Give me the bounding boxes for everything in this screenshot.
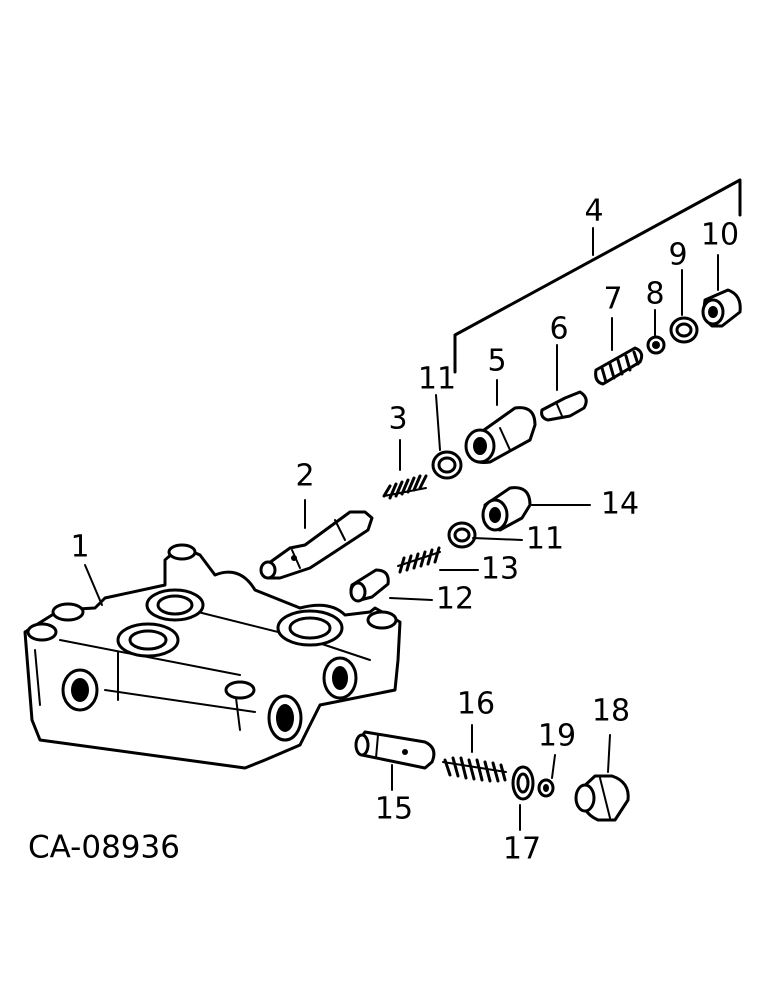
- cap-plug-10: [701, 288, 742, 328]
- callout-4: 4: [584, 194, 603, 229]
- spring-13: [397, 546, 441, 574]
- plug-14: [481, 486, 532, 532]
- callout-16: 16: [457, 687, 495, 722]
- callout-18: 18: [592, 694, 630, 729]
- callout-7: 7: [603, 282, 622, 317]
- callout-11-upper: 11: [418, 362, 456, 397]
- plug-body-5: [464, 406, 537, 464]
- callout-11-lower: 11: [526, 522, 564, 557]
- washer-8: [646, 335, 666, 355]
- callout-8: 8: [645, 277, 664, 312]
- callout-5: 5: [487, 344, 506, 379]
- plug-18: [574, 774, 630, 822]
- o-ring-upper: [431, 450, 463, 480]
- callout-10: 10: [701, 218, 739, 253]
- washer-19: [537, 778, 555, 798]
- callout-6: 6: [549, 312, 568, 347]
- leader-lines: [84, 227, 719, 831]
- callout-13: 13: [481, 552, 519, 587]
- spring-3: [382, 474, 428, 500]
- callout-17: 17: [503, 832, 541, 867]
- callout-12: 12: [436, 582, 474, 617]
- reference-code: CA-08936: [28, 830, 180, 866]
- callout-2: 2: [295, 459, 314, 494]
- callout-9: 9: [668, 238, 687, 273]
- valve-housing: [23, 543, 402, 770]
- plunger-12: [349, 568, 390, 603]
- callout-19: 19: [538, 719, 576, 754]
- spool: [259, 510, 374, 580]
- callout-3: 3: [388, 402, 407, 437]
- o-ring-17: [511, 765, 535, 801]
- callout-15: 15: [375, 792, 413, 827]
- callout-14: 14: [601, 487, 639, 522]
- pin-6: [540, 390, 588, 422]
- spring-7: [594, 346, 644, 386]
- spring-16: [442, 756, 507, 783]
- o-ring-lower: [447, 521, 477, 549]
- valve-sleeve-15: [354, 730, 436, 770]
- washer-9: [669, 316, 699, 344]
- callouts: 1 2 3 4 5 6 7 8 9 10 11 11 12 13 14 15 1…: [70, 194, 739, 867]
- callout-1: 1: [70, 530, 89, 565]
- assembly-bracket-4: [453, 178, 742, 374]
